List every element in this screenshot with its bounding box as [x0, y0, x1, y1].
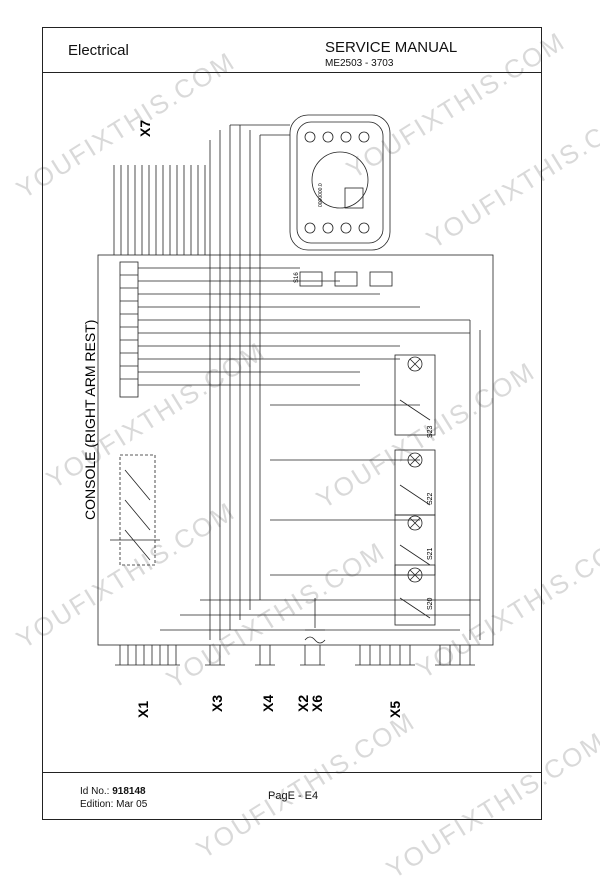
bottom-pins [115, 645, 475, 666]
wiring-diagram: CONSOLE (RIGHT ARM REST) X7 X1 X3 X4 X2 … [82, 114, 494, 718]
footer-rule [42, 772, 542, 773]
dashboard-display [289, 114, 391, 251]
connector-x6-label: X6 [309, 695, 325, 712]
edition-line: Edition: Mar 05 [80, 798, 147, 811]
edition-value: Mar 05 [116, 799, 148, 810]
console-label: CONSOLE (RIGHT ARM REST) [82, 320, 98, 520]
console-outline [97, 254, 494, 646]
lamp-switch-s23 [394, 354, 436, 436]
page-frame [42, 27, 542, 820]
switch-s22-label: S22 [427, 492, 434, 505]
manual-header: SERVICE MANUAL ME2503 - 3703 [325, 40, 457, 72]
manual-title: SERVICE MANUAL [325, 39, 458, 56]
harness-lines [138, 124, 481, 640]
page-number: PagE - E4 [268, 790, 319, 802]
connector-x4-label: X4 [260, 695, 276, 712]
id-line: Id No.: 918148 [80, 785, 147, 798]
x2-x6-component [304, 598, 326, 644]
connector-x3-label: X3 [209, 695, 225, 712]
switch-s21-label: S21 [427, 547, 434, 560]
s16-switch [110, 454, 160, 566]
header-rule [42, 72, 542, 73]
lamp-switch-s21 [394, 514, 436, 576]
doc-number: ME2503 - 3703 [325, 58, 394, 69]
x7-wires [113, 165, 206, 255]
switch-s23-label: S23 [427, 425, 434, 438]
lamp-switch-s20 [394, 564, 436, 626]
display-connectors [299, 271, 393, 287]
switch-s20-label: S20 [427, 597, 434, 610]
footer-id-block: Id No.: 918148 Edition: Mar 05 [80, 785, 147, 811]
connector-x7-label: X7 [137, 120, 153, 137]
edition-label: Edition: [80, 799, 114, 810]
id-label: Id No.: [80, 786, 110, 797]
switch-s16-label: S16 [294, 272, 300, 283]
connector-x2-label: X2 [295, 695, 311, 712]
connector-x1-label: X1 [135, 701, 151, 718]
section-title: Electrical [68, 42, 129, 59]
terminal-block [119, 261, 139, 398]
id-value: 918148 [112, 786, 146, 797]
connector-x5-label: X5 [387, 701, 403, 718]
display-readout: 0000000.0 [318, 183, 324, 207]
